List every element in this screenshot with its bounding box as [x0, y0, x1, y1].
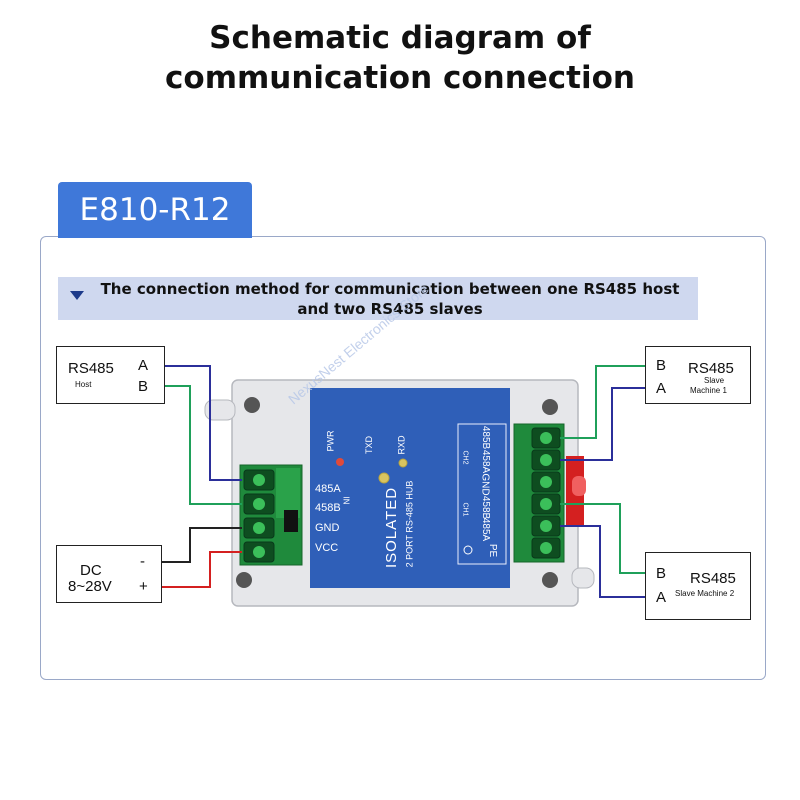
right-pin-label-box: [457, 423, 507, 565]
slave1-sub2: Machine 1: [690, 386, 727, 395]
led-pwr: [336, 458, 344, 466]
slave2-box: [645, 552, 751, 620]
wire-host-b: [163, 385, 242, 505]
device-left-pin-4: VCC: [315, 542, 339, 554]
slave2-pin-b: B: [656, 565, 667, 582]
slave1-box: [645, 346, 751, 404]
left-screw-head-1: [253, 474, 265, 486]
mount-ear-right: [571, 567, 595, 589]
model-tab: E810-R12: [58, 182, 252, 238]
title-line-2: communication connection: [165, 60, 635, 96]
left-screw-head-4: [253, 546, 265, 558]
left-screw-head-2: [253, 498, 265, 510]
slave2-name: RS485: [690, 570, 736, 587]
mount-ear-left: [204, 399, 236, 421]
host-name: RS485: [68, 360, 114, 377]
host-sub: Host: [75, 380, 92, 389]
power-box: [56, 545, 162, 603]
power-minus: -: [140, 553, 145, 570]
device-left-pin-2: 458B: [315, 502, 341, 514]
device-hub-text: 2 PORT RS-485 HUB: [404, 480, 415, 568]
left-screw-head-3: [253, 522, 265, 534]
device-right-pin-2: 458A: [480, 449, 492, 474]
right-screw-head-4: [540, 498, 552, 510]
device-left-pin-3: GND: [315, 522, 340, 534]
ground-bracket-tab: [572, 476, 586, 496]
terminal-block-left-ribs: [276, 468, 300, 518]
banner-line-2: and two RS485 slaves: [297, 300, 483, 318]
device-pe-label: PE: [487, 543, 499, 558]
device-left-pin-1: 485A: [315, 483, 341, 495]
host-pin-b: B: [138, 378, 149, 395]
slave1-name: RS485: [688, 360, 734, 377]
mount-hole-bottom-right: [542, 572, 558, 588]
triangle-down-icon: [70, 291, 84, 300]
left-pin-label-area: [310, 476, 348, 566]
banner-text: The connection method for communication …: [90, 279, 690, 319]
wire-slave1-a: [560, 387, 645, 461]
device-ch2-label: CH2: [461, 450, 469, 465]
led-rxd: [398, 458, 408, 468]
device-ch1-label: CH1: [461, 502, 469, 517]
wire-power-minus: [160, 527, 242, 563]
right-screw-head-5: [540, 520, 552, 532]
right-screw-head-1: [540, 432, 552, 444]
slave2-pin-a: A: [656, 589, 667, 606]
slave1-sub: Slave: [704, 376, 725, 385]
device-right-pin-5: 485A: [480, 517, 492, 542]
banner: [58, 277, 698, 320]
right-screw-head-6: [540, 542, 552, 554]
led-pwr-label: PWR: [325, 430, 336, 452]
power-plus: +: [139, 578, 148, 595]
device-isolated-text: ISOLATED: [383, 486, 401, 569]
jumper-left: [284, 510, 298, 532]
mount-hole-top-right: [542, 399, 558, 415]
device-right-pin-3: GND: [479, 473, 491, 496]
slave1-pin-b: B: [656, 357, 667, 374]
device-right-pin-4: 458B: [480, 495, 492, 520]
wire-host-a: [163, 365, 242, 481]
led-txd: [378, 472, 390, 484]
ground-symbol-icon: [463, 545, 473, 555]
title-line-1: Schematic diagram of: [209, 20, 591, 56]
led-txd-label: TXD: [364, 436, 374, 454]
power-range: 8~28V: [68, 578, 112, 595]
slave2-sub: Slave Machine 2: [675, 589, 735, 598]
slave1-pin-a: A: [656, 380, 667, 397]
wire-slave2-a: [560, 525, 645, 598]
device-in-label: IN: [341, 496, 351, 505]
led-rxd-label: RXD: [396, 435, 407, 455]
wire-power-plus: [160, 551, 242, 588]
host-pin-a: A: [138, 357, 149, 374]
page-title: Schematic diagram of communication conne…: [0, 18, 800, 98]
mount-hole-bottom-left: [236, 572, 252, 588]
mount-hole-top-left: [244, 397, 260, 413]
host-box: [56, 346, 165, 404]
device-right-pin-1: 485B: [480, 425, 492, 450]
wire-slave1-b: [560, 365, 645, 439]
banner-line-1: The connection method for communication …: [100, 280, 680, 298]
right-screw-head-2: [540, 454, 552, 466]
wire-slave2-b: [560, 503, 645, 574]
power-name: DC: [80, 562, 102, 579]
right-screw-head-3: [540, 476, 552, 488]
